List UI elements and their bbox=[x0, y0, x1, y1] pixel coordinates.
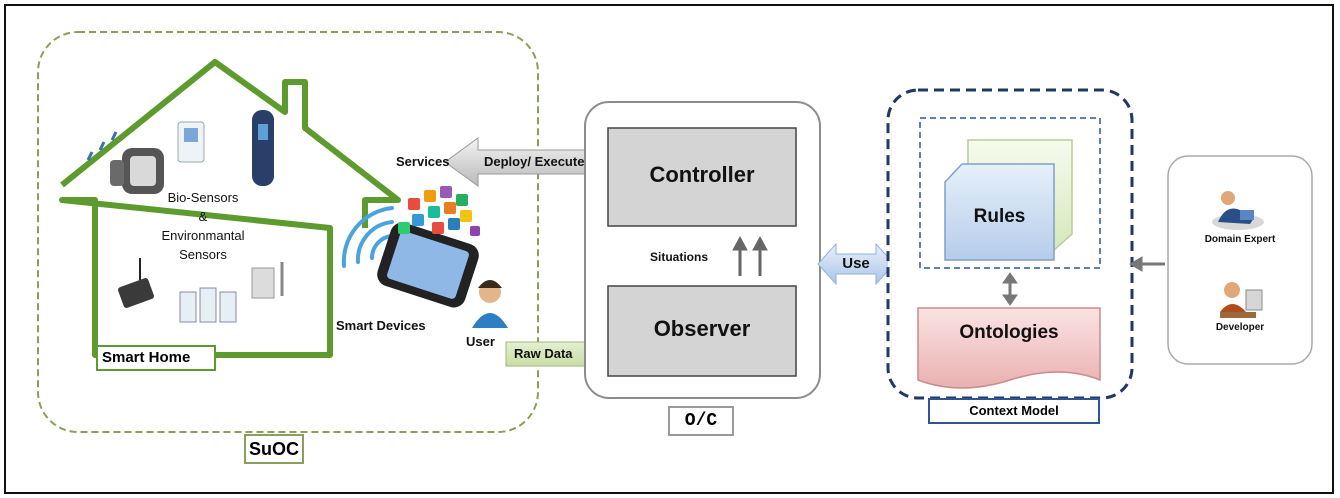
situations-label: Situations bbox=[650, 250, 709, 264]
actors-to-context-arrow bbox=[1129, 256, 1165, 272]
smartphone-icon bbox=[377, 222, 479, 308]
rules-container bbox=[919, 117, 1101, 269]
sensors-line-1: Bio-Sensors bbox=[167, 190, 239, 205]
roof-marks bbox=[86, 131, 118, 161]
raw-data-label: Raw Data bbox=[514, 346, 573, 361]
observer-label: Observer bbox=[653, 316, 751, 341]
developer-label: Developer bbox=[1215, 322, 1265, 333]
ontologies-label: Ontologies bbox=[959, 322, 1059, 343]
user-icon bbox=[472, 280, 508, 328]
sensor-devices bbox=[110, 110, 284, 323]
ontologies-card bbox=[917, 307, 1101, 389]
smart-devices-label: Smart Devices bbox=[336, 318, 426, 333]
observer-box bbox=[607, 285, 797, 377]
smart-home-label: Smart Home bbox=[96, 345, 216, 371]
house-outline bbox=[59, 59, 401, 358]
use-label: Use bbox=[842, 255, 870, 272]
app-icons bbox=[398, 186, 480, 236]
suoc-label: SuOC bbox=[244, 434, 304, 464]
deploy-execute-label: Deploy/ Execute bbox=[484, 154, 585, 169]
sensors-caption: Bio-Sensors & Environmantal Sensors bbox=[148, 188, 258, 264]
situations-arrows bbox=[732, 235, 768, 276]
sensors-line-2: & bbox=[198, 209, 208, 224]
sensors-line-4: Sensors bbox=[179, 247, 227, 262]
domain-expert-icon bbox=[1212, 191, 1264, 230]
oc-label: O/C bbox=[668, 406, 734, 436]
sensors-line-3: Environmantal bbox=[161, 228, 245, 243]
deploy-execute-arrow bbox=[444, 137, 599, 187]
suoc-boundary bbox=[37, 31, 539, 433]
actors-container bbox=[1167, 155, 1313, 365]
user-label: User bbox=[466, 334, 495, 349]
services-label: Services bbox=[396, 154, 450, 169]
domain-expert-label: Domain Expert bbox=[1204, 234, 1276, 245]
rules-label: Rules bbox=[973, 206, 1026, 227]
developer-icon bbox=[1220, 282, 1263, 318]
rules-card bbox=[944, 163, 1055, 261]
context-model-label: Context Model bbox=[928, 398, 1100, 424]
controller-label: Controller bbox=[649, 162, 755, 187]
rules-ontologies-link bbox=[1002, 272, 1018, 306]
controller-box bbox=[607, 127, 797, 227]
